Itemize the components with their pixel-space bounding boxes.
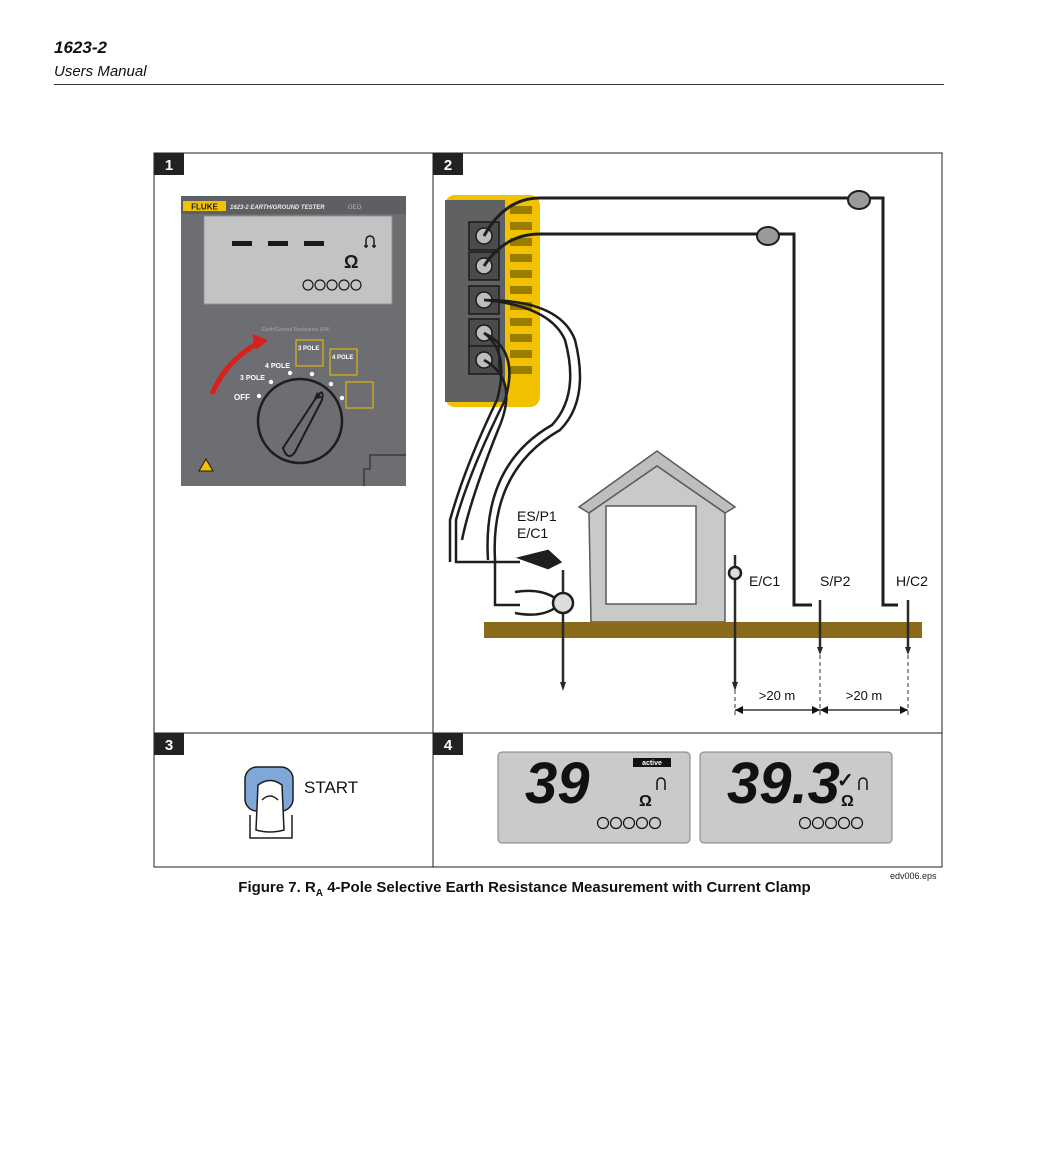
status-icons <box>798 816 864 830</box>
check-icon: ✓ <box>837 770 854 792</box>
distance-1: >20 m <box>759 688 796 703</box>
lcd-status-icons <box>302 279 362 291</box>
svg-text:2: 2 <box>444 157 452 174</box>
lcd-ohm-symbol: Ω <box>344 252 358 272</box>
panel-number-3: 3 <box>154 733 184 755</box>
figure-source-file: edv006.eps <box>890 871 937 881</box>
start-button-illustration: START <box>244 766 358 839</box>
svg-text:4: 4 <box>444 737 453 754</box>
rotate-arrow <box>209 339 262 395</box>
label-h-c2: H/C2 <box>896 573 928 589</box>
header-rule <box>54 84 944 85</box>
ground-surface <box>484 622 922 638</box>
svg-text:3: 3 <box>165 737 173 754</box>
display-reading-2: 39.3 ✓ Ω <box>699 751 893 844</box>
building <box>577 450 737 623</box>
svg-text:1: 1 <box>165 157 173 174</box>
reading-ohm: Ω <box>841 793 854 810</box>
caption-subscript: A <box>315 888 324 899</box>
position-off: OFF <box>234 393 250 402</box>
status-icons <box>596 816 662 830</box>
cable-reels <box>756 190 871 246</box>
dial-header: Earth/Ground Resistance (RA) <box>262 327 330 333</box>
reading-ohm: Ω <box>639 793 652 810</box>
measurement-diagram: ES/P1 E/C1 E/C1 S/P2 H/C2 >20 m >20 m <box>445 190 928 716</box>
tester-lcd <box>203 215 393 305</box>
position-3-pole-clamp: 3 POLE <box>298 346 319 352</box>
clamp-icon <box>364 235 376 248</box>
label-es-p1: ES/P1 <box>517 508 557 524</box>
caption-prefix: Figure 7. R <box>238 879 316 896</box>
clamp-icon <box>656 777 666 790</box>
active-badge: active <box>642 760 662 767</box>
panel-number-1: 1 <box>154 153 184 175</box>
clamps <box>514 549 743 616</box>
figure-caption: Figure 7. RA 4-Pole Selective Earth Resi… <box>0 879 1049 899</box>
terminal-jacks <box>468 221 500 375</box>
reading-value: 39 <box>525 751 590 816</box>
document-title: Users Manual <box>54 63 147 80</box>
label-e-c1-left: E/C1 <box>517 525 548 541</box>
position-3-pole: 3 POLE <box>240 375 265 382</box>
reading-value: 39.3 <box>727 751 840 816</box>
warning-icon <box>198 458 214 472</box>
tester-face: FLUKE 1623-2 EARTH/GROUND TESTER GEO Ω E… <box>181 196 406 486</box>
distance-2: >20 m <box>846 688 883 703</box>
position-4-pole: 4 POLE <box>265 363 290 370</box>
panel-number-4: 4 <box>433 733 463 755</box>
start-label: START <box>304 778 358 797</box>
model-title: 1623-2 <box>54 38 107 57</box>
panel-number-2: 2 <box>433 153 463 175</box>
caption-rest: 4-Pole Selective Earth Resistance Measur… <box>323 879 811 896</box>
label-e-c1-right: E/C1 <box>749 573 780 589</box>
clamp-icon <box>858 777 868 790</box>
position-4-pole-clamp: 4 POLE <box>332 355 353 361</box>
tester-model-text: 1623-2 EARTH/GROUND TESTER <box>230 205 325 211</box>
label-s-p2: S/P2 <box>820 573 851 589</box>
display-reading-1: 39 active Ω <box>497 751 691 844</box>
tester-model-suffix: GEO <box>348 205 362 211</box>
fluke-logo: FLUKE <box>191 203 218 212</box>
